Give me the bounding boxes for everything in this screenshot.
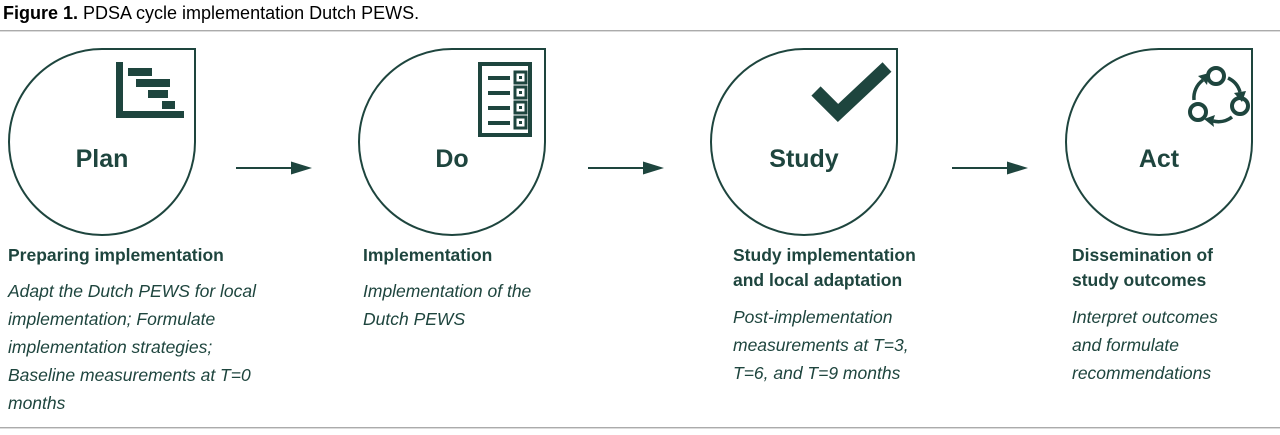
top-divider <box>0 30 1280 32</box>
stage-shape-plan: Plan <box>8 48 196 236</box>
stage-heading-do: Implementation <box>363 245 493 265</box>
gantt-chart-icon <box>116 62 190 129</box>
stage-shape-study: Study <box>710 48 898 236</box>
stage-shape-act: Act <box>1065 48 1253 236</box>
cycle-icon <box>1183 62 1251 135</box>
arrow-study-to-act-icon <box>952 161 1028 180</box>
stage-label-study: Study <box>769 145 839 173</box>
figure-caption-number: Figure 1. <box>3 3 79 23</box>
checklist-icon <box>476 62 534 143</box>
stage-label-do: Do <box>435 145 469 173</box>
stage-label-plan: Plan <box>75 145 129 173</box>
stage-description-do: Implementation of the Dutch PEWS <box>363 281 532 330</box>
stage-description-study: Post-implementation measurements at T=3,… <box>733 306 909 383</box>
figure-caption-text: PDSA cycle implementation Dutch PEWS. <box>78 3 420 23</box>
stage-description-plan: Adapt the Dutch PEWS for local implement… <box>8 281 257 414</box>
arrow-plan-to-do-icon <box>236 161 312 180</box>
stage-heading-study: Study implementation and local adaptatio… <box>733 245 916 291</box>
checkmark-icon <box>808 60 894 129</box>
figure-caption: Figure 1. PDSA cycle implementation Dutc… <box>3 3 419 24</box>
stage-text-act: Dissemination of study outcomes Interpre… <box>1072 243 1250 387</box>
stage-description-act: Interpret outcomes and formulate recomme… <box>1072 306 1218 383</box>
stage-label-act: Act <box>1138 145 1180 173</box>
stage-heading-act: Dissemination of study outcomes <box>1072 245 1213 291</box>
arrow-do-to-study-icon <box>588 161 664 180</box>
stage-shape-do: Do <box>358 48 546 236</box>
stage-heading-plan: Preparing implementation <box>8 245 224 265</box>
stage-text-do: Implementation Implementation of the Dut… <box>363 243 553 333</box>
bottom-divider <box>0 427 1280 429</box>
stage-text-study: Study implementation and local adaptatio… <box>733 243 938 387</box>
stage-text-plan: Preparing implementation Adapt the Dutch… <box>8 243 278 417</box>
